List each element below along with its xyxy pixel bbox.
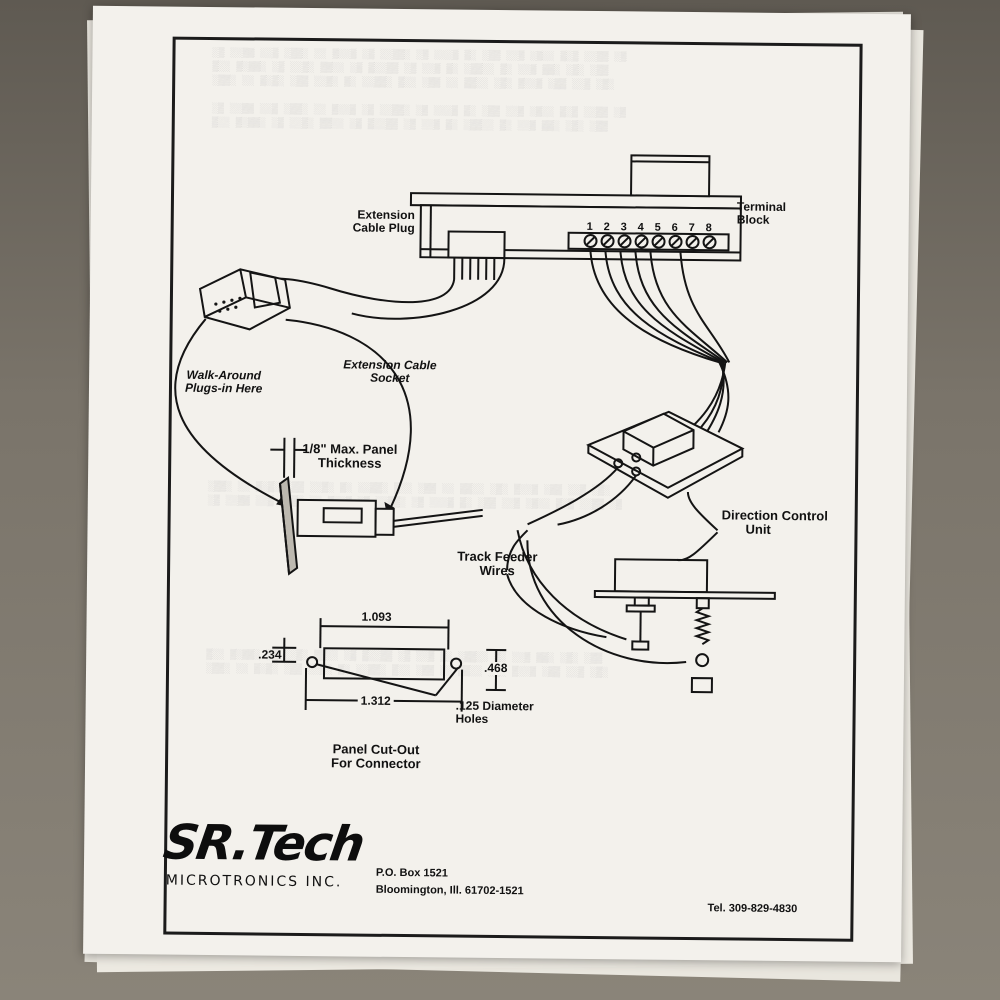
- terminal-screw: [651, 234, 666, 249]
- direction-control-top: [586, 410, 745, 499]
- panel-socket: [270, 437, 483, 576]
- panel-cutout-drawing: [272, 618, 507, 712]
- controller-board: [409, 154, 743, 280]
- terminal-screw: [685, 235, 700, 250]
- terminal-screw-slot: [653, 237, 664, 247]
- terminal-block: [567, 231, 730, 252]
- terminal-screw-slot: [602, 236, 613, 246]
- terminal-screw-slot: [585, 236, 596, 246]
- company-subtitle: MICROTRONICS INC.: [165, 872, 343, 891]
- terminal-screw: [634, 234, 649, 249]
- terminal-screw: [702, 235, 717, 250]
- dim-width-top: 1.093: [358, 610, 395, 625]
- dim-height-right: .468: [481, 661, 510, 676]
- terminal-screw: [600, 234, 615, 249]
- document-page: ░▒ ░░▒▒ ░░▒ ░▒▒░ ░░ ▒░░▒ ░▒ ░░▒▒░ ░▒ ░░░…: [83, 5, 911, 963]
- terminal-number: 6: [671, 221, 678, 234]
- terminal-number: 8: [705, 222, 712, 235]
- terminal-number: 4: [637, 221, 644, 234]
- direction-control-side: [593, 558, 776, 694]
- terminal-screw-slot: [670, 237, 681, 247]
- company-phone: Tel. 309-829-4830: [707, 902, 798, 916]
- terminal-screw-slot: [636, 236, 647, 247]
- dim-width-bottom: 1.312: [357, 694, 394, 709]
- terminal-screw-slot: [619, 236, 630, 246]
- terminal-number: 3: [620, 221, 627, 234]
- terminal-number: 2: [603, 221, 610, 234]
- wiring-diagram: [174, 154, 776, 712]
- terminal-screw-slot: [704, 237, 715, 247]
- terminal-screw: [617, 234, 632, 249]
- db-connector: [198, 268, 291, 331]
- terminal-numbers: 1 2 3 4 5 6 7 8: [587, 221, 737, 237]
- terminal-screw: [583, 233, 598, 248]
- ribbon-cable: [265, 277, 456, 304]
- terminal-screw-slot: [687, 237, 698, 247]
- terminal-number: 7: [688, 221, 695, 235]
- company-logo: SR.Tech: [159, 814, 367, 873]
- terminal-number: 1: [586, 220, 593, 233]
- terminal-screw: [668, 234, 683, 249]
- terminal-number: 5: [654, 221, 661, 234]
- dim-height-left: .234: [258, 647, 282, 662]
- company-address: P.O. Box 1521 Bloomington, Ill. 61702-15…: [375, 866, 524, 897]
